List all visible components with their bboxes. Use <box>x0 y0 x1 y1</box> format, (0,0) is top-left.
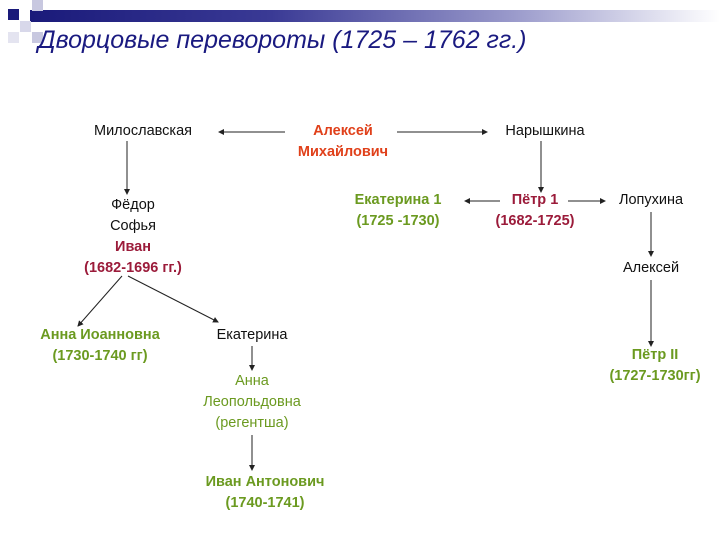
node-miloslavskaya: Милославская <box>93 123 193 139</box>
name-line: Анна <box>235 373 269 389</box>
arrow-to-anna-ioannovna <box>77 275 123 327</box>
years-line: (1730-1740 гг) <box>52 348 148 364</box>
years-line: (1725 -1730) <box>356 213 440 229</box>
node-petr1: Пётр 1 (1682-1725) <box>496 190 575 232</box>
slide-title: Дворцовые перевороты (1725 – 1762 гг.) <box>38 26 527 54</box>
decor-square <box>8 9 19 20</box>
node-ekaterina: Екатерина <box>216 327 288 343</box>
node-ivan-years: (1682-1696 гг.) <box>84 260 182 276</box>
name-line: Екатерина 1 <box>354 192 442 208</box>
decor-square <box>20 21 31 32</box>
node-fedor: Фёдор <box>111 197 155 213</box>
node-naryshkina: Нарышкина <box>505 123 585 139</box>
name-line: Пётр 1 <box>511 192 559 208</box>
node-anna-ioannovna: Анна Иоанновна (1730-1740 гг) <box>40 325 160 367</box>
name-line: Леопольдовна <box>203 394 301 410</box>
node-petr2: Пётр II (1727-1730гг) <box>609 345 700 387</box>
name-line: Анна Иоанновна <box>40 327 160 343</box>
years-line: (1740-1741) <box>225 495 305 511</box>
years-line: (1727-1730гг) <box>609 368 701 384</box>
title-decoration-bar <box>30 10 720 22</box>
name-line: Иван Антонович <box>205 474 325 490</box>
node-ivan-antonovich: Иван Антонович (1740-1741) <box>206 472 325 514</box>
decor-square <box>8 32 19 43</box>
decor-square <box>32 32 43 43</box>
node-sofya: Софья <box>110 218 156 234</box>
node-ivan: Иван <box>115 239 151 255</box>
name-line: Алексей <box>313 123 373 139</box>
name-line: Пётр II <box>631 347 679 363</box>
node-aleksey-mikhailovich: Алексей Михайлович <box>298 121 388 163</box>
name-line: Михайлович <box>297 144 389 160</box>
node-aleksey: Алексей <box>622 260 680 276</box>
node-lopukhina: Лопухина <box>618 192 684 208</box>
node-miloslavskaya-children: Фёдор Софья Иван (1682-1696 гг.) <box>84 195 182 279</box>
arrow-to-ekaterina <box>127 275 219 323</box>
years-line: (1682-1725) <box>495 213 575 229</box>
node-anna-leopoldovna: Анна Леопольдовна (регентша) <box>203 371 301 434</box>
role-line: (регентша) <box>215 415 289 431</box>
decor-square <box>32 0 43 11</box>
node-ekaterina1: Екатерина 1 (1725 -1730) <box>355 190 442 232</box>
